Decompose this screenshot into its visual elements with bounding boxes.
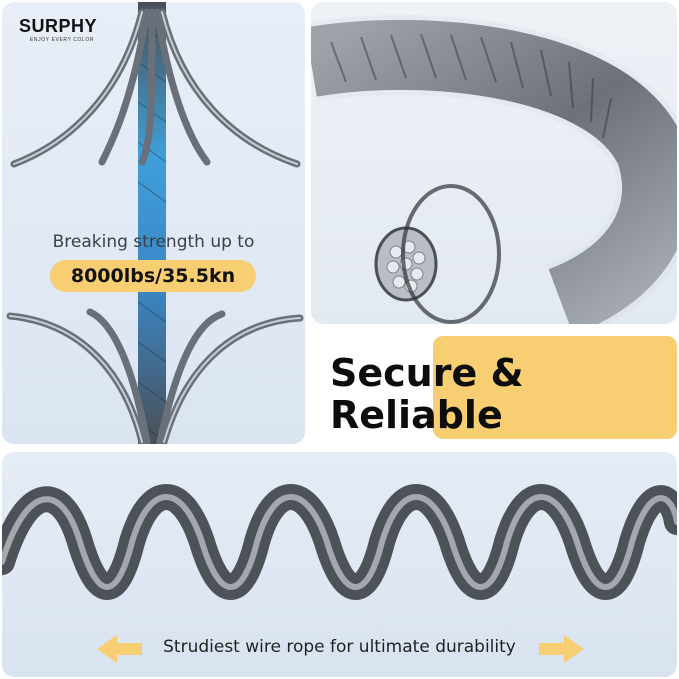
durability-panel: Strudiest wire rope for ultimate durabil… (2, 452, 677, 677)
brand-tagline: ENJOY EVERY COLOR (30, 37, 95, 43)
headline: Secure & Reliable (330, 352, 524, 436)
headline-line-1: Secure & (330, 351, 524, 395)
durability-caption: Strudiest wire rope for ultimate durabil… (163, 637, 516, 657)
coated-cable-ring-illustration (311, 14, 677, 324)
breaking-strength-value: 8000lbs/35.5kn (50, 260, 256, 292)
coated-cable-panel (311, 2, 677, 324)
cable-arc (311, 19, 677, 324)
arrow-right-icon (539, 635, 584, 663)
breaking-strength-panel: SURPHY ENJOY EVERY COLOR Breaking streng… (2, 2, 305, 444)
breaking-strength-label: Breaking strength up to (52, 232, 255, 252)
arrow-left-icon (97, 635, 142, 663)
cable-strands-illustration (6, 2, 304, 444)
spiral-cable-illustration (2, 484, 677, 663)
headline-accent-box (433, 336, 677, 439)
headline-line-2: Reliable (330, 393, 503, 437)
brand-logo: SURPHY (19, 16, 98, 36)
